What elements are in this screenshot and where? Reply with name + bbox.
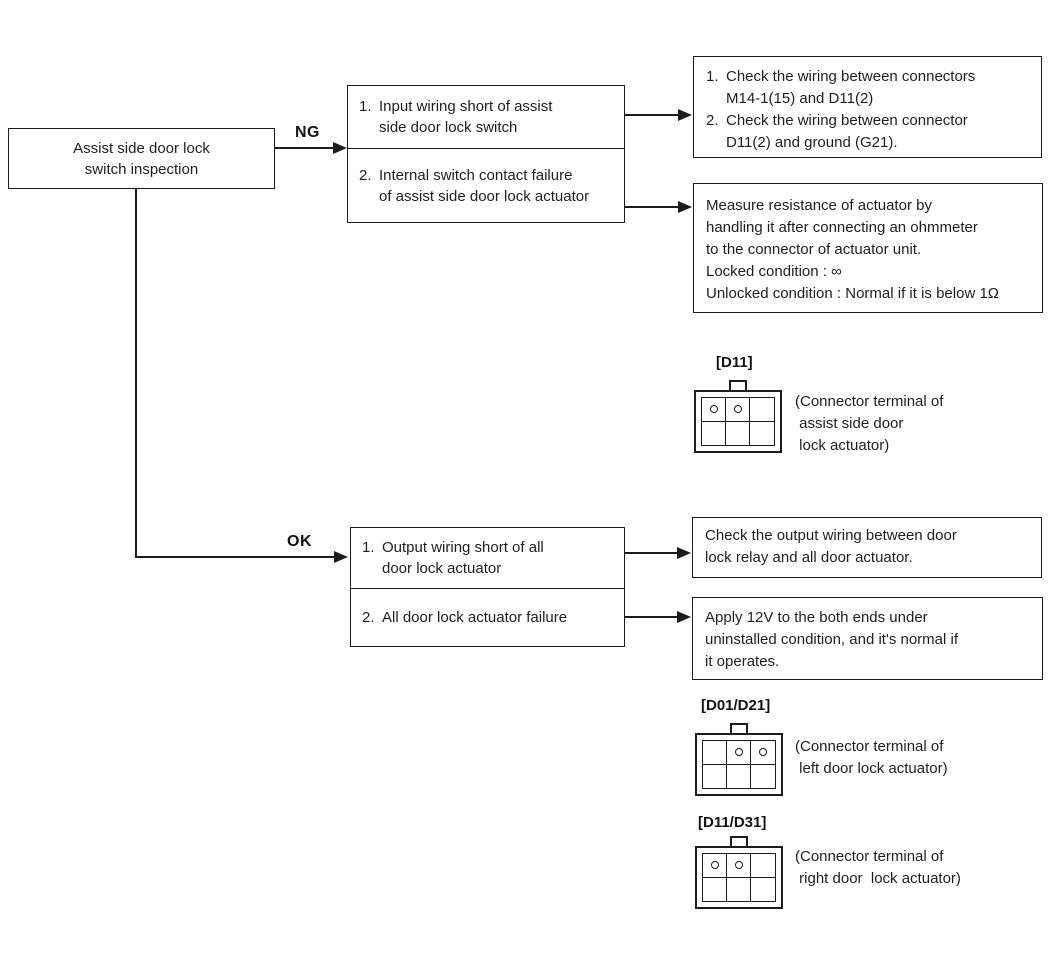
connector-label-d01-d21: [D01/D21] — [701, 697, 771, 714]
ng-arrow-line — [275, 147, 335, 149]
connector-pin-cell — [727, 741, 751, 765]
pin-circle-icon — [734, 861, 743, 870]
item-number: 1. — [362, 539, 375, 556]
connector-pin-cell — [750, 422, 774, 446]
ok-branch-label: OK — [287, 533, 312, 550]
item-text: Input wiring short of assist side door l… — [379, 98, 553, 136]
connector-pin-cell — [702, 398, 726, 422]
item-number: 2. — [706, 112, 719, 129]
ng-branch-label: NG — [295, 124, 320, 141]
connector-pin-cell — [703, 854, 727, 878]
connector-caption-d11-d31: (Connector terminal of right door lock a… — [795, 848, 961, 887]
connector-pin-cell — [727, 877, 751, 901]
item-text: Check the wiring between connector D11(2… — [726, 112, 968, 151]
connector-label-d11-d31: [D11/D31] — [698, 814, 767, 831]
item-text: Internal switch contact failure of assis… — [379, 166, 590, 205]
pin-circle-icon — [709, 405, 718, 414]
ok-action2-arrowhead-icon — [677, 611, 691, 623]
start-box: Assist side door lock switch inspection — [8, 128, 275, 189]
connector-pin-cell — [703, 877, 727, 901]
ng-action2-arrow-line — [625, 206, 679, 208]
connector-pin-cell — [751, 854, 775, 878]
connector-caption-d01-d21: (Connector terminal of left door lock ac… — [795, 738, 948, 777]
pin-circle-icon — [759, 748, 767, 757]
ng-action1-arrow-line — [625, 114, 679, 116]
ok-action1-arrowhead-icon — [677, 547, 691, 559]
ok-branch-vertical-line — [135, 189, 137, 558]
ng-action2-arrowhead-icon — [678, 201, 692, 213]
item-text: Check the wiring between connectors M14-… — [726, 68, 976, 107]
ng-causes-box: 1. Input wiring short of assist side doo… — [347, 85, 625, 223]
connector-diagram-d01-d21 — [695, 723, 783, 796]
ok-cause-1: 1. Output wiring short of all door lock … — [351, 528, 624, 589]
ng-action1-arrowhead-icon — [678, 109, 692, 121]
connector-pin-cell — [726, 421, 750, 445]
pin-circle-icon — [734, 748, 743, 757]
connector-diagram-d11-d31 — [695, 836, 783, 909]
item-text: Output wiring short of all door lock act… — [382, 539, 544, 577]
pin-circle-icon — [710, 861, 719, 870]
connector-grid — [702, 853, 776, 902]
item-number: 2. — [359, 166, 372, 184]
ok-arrow-line — [135, 556, 336, 558]
connector-pin-cell — [751, 878, 775, 902]
connector-pin-cell — [750, 398, 774, 422]
ok-action2-arrow-line — [625, 616, 678, 618]
connector-pin-cell — [702, 421, 726, 445]
connector-pin-cell — [751, 741, 775, 765]
connector-pin-cell — [703, 741, 727, 765]
connector-pin-cell — [727, 764, 751, 788]
connector-shell — [695, 733, 783, 796]
item-number: 2. — [362, 609, 375, 626]
connector-shell — [695, 846, 783, 909]
connector-shell — [694, 390, 782, 453]
connector-caption-d11: (Connector terminal of assist side door … — [795, 393, 944, 454]
ok-action1-arrow-line — [625, 552, 678, 554]
ok-arrowhead-icon — [334, 551, 348, 563]
connector-grid — [702, 740, 776, 789]
connector-grid — [701, 397, 775, 446]
ng-cause-2: 2. Internal switch contact failure of as… — [348, 149, 624, 222]
ok-cause-2: 2. All door lock actuator failure — [351, 589, 624, 646]
connector-pin-cell — [726, 398, 750, 422]
connector-tab — [730, 723, 748, 733]
ok-action1-box: Check the output wiring between door loc… — [692, 517, 1042, 578]
ok-causes-box: 1. Output wiring short of all door lock … — [350, 527, 625, 647]
connector-tab — [730, 836, 748, 846]
ok-action2-box: Apply 12V to the both ends under uninsta… — [692, 597, 1043, 680]
connector-label-d11: [D11] — [716, 354, 753, 371]
connector-pin-cell — [703, 764, 727, 788]
ng-action1-box: 1. Check the wiring between connectors M… — [693, 56, 1042, 158]
ng-action2-box: Measure resistance of actuator by handli… — [693, 183, 1043, 313]
ng-arrowhead-icon — [333, 142, 347, 154]
pin-circle-icon — [733, 405, 742, 414]
connector-tab — [729, 380, 747, 390]
item-number: 1. — [706, 68, 719, 85]
item-text: All door lock actuator failure — [382, 609, 568, 626]
ng-cause-1: 1. Input wiring short of assist side doo… — [348, 86, 624, 149]
item-number: 1. — [359, 98, 372, 115]
connector-pin-cell — [727, 854, 751, 878]
connector-diagram-d11 — [694, 380, 782, 453]
connector-pin-cell — [751, 765, 775, 789]
